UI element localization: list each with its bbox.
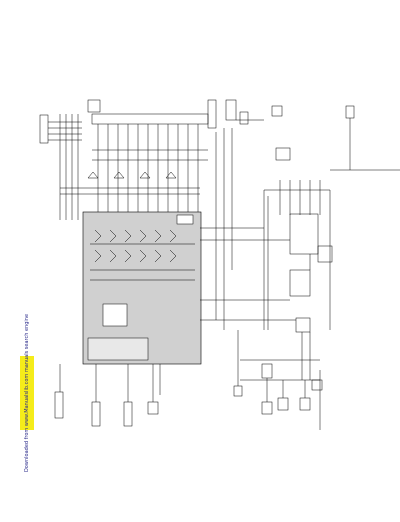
ic-chip-1	[102, 303, 128, 327]
watermark-text: Downloaded from www.Manualslib.com manua…	[24, 313, 30, 473]
right-circuit	[200, 99, 400, 430]
switch-array	[90, 229, 195, 281]
left-connector-top	[39, 114, 82, 220]
bottom-connector-area	[87, 337, 149, 361]
top-connector-row	[60, 99, 209, 212]
bottom-connectors	[54, 330, 320, 427]
buffer-row	[87, 171, 177, 179]
ic-label-box	[176, 214, 194, 225]
manualslib-watermark: Downloaded from www.Manualslib.com manua…	[20, 314, 34, 472]
